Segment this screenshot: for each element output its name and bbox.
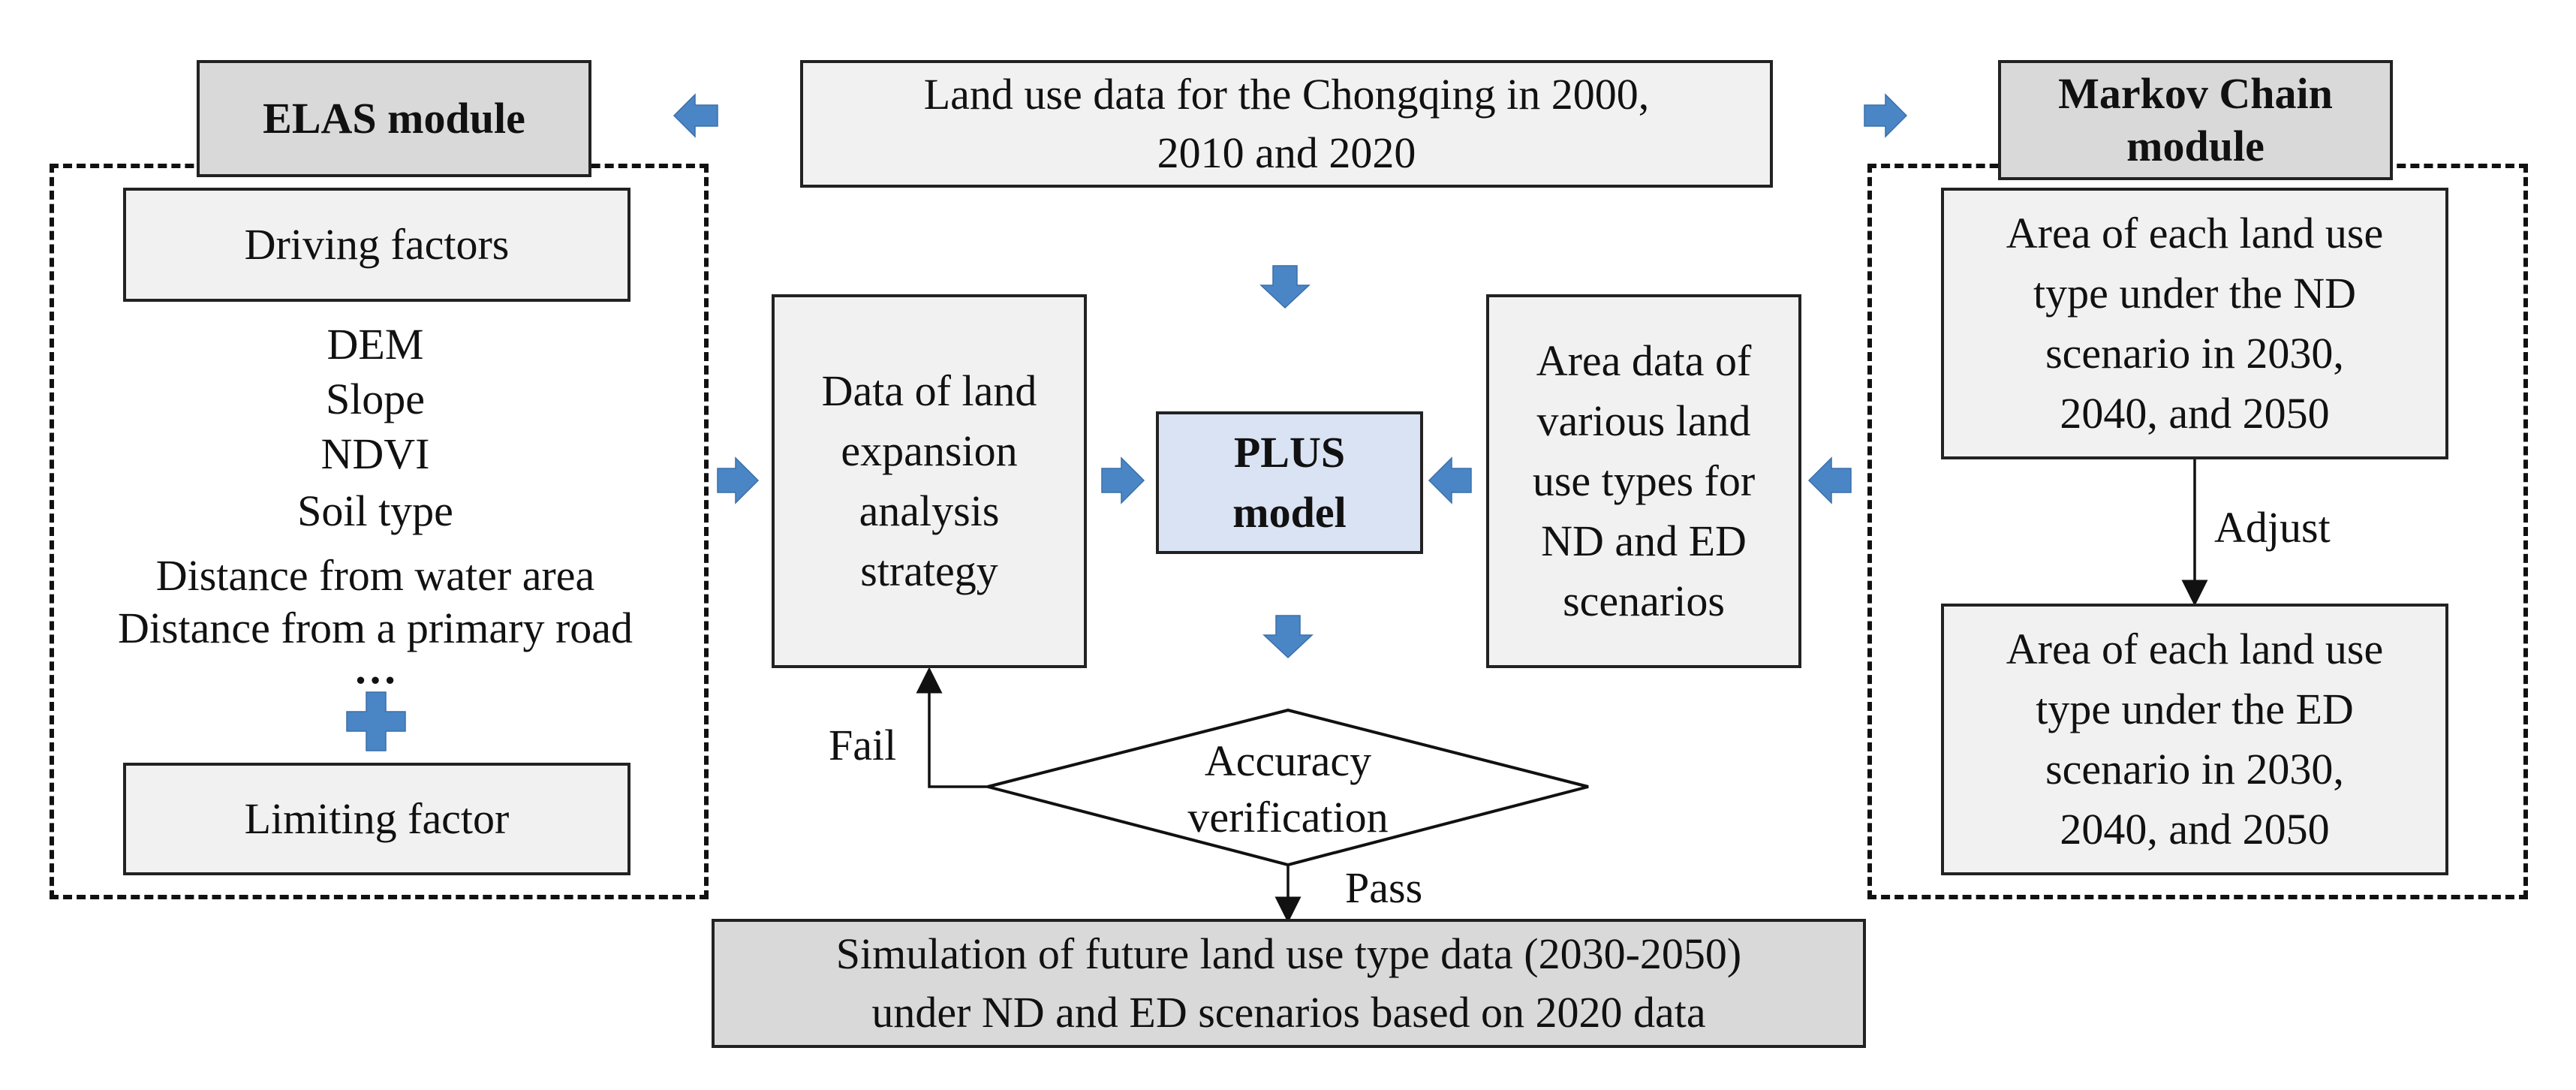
area-data-line1: Area data of [1536, 336, 1752, 385]
factor-ellipsis: … [354, 644, 397, 693]
output-line1: Simulation of future land use type data … [835, 929, 1742, 978]
arrow-strategy-to-plus-icon [1101, 456, 1145, 504]
scenario-area-data-box: Area data of various land use types for … [1486, 294, 1801, 668]
factor-distance-water: Distance from water area [155, 551, 595, 600]
area-data-line5: scenarios [1563, 577, 1725, 626]
plus-model-box: PLUS model [1156, 411, 1423, 554]
nd-area-line4: 2040, and 2050 [2060, 389, 2330, 438]
elas-module-title-text: ELAS module [263, 93, 525, 143]
expansion-strategy-box: Data of land expansion analysis strategy [772, 294, 1087, 668]
limiting-factor-label: Limiting factor [244, 793, 510, 843]
nd-area-line1: Area of each land use [2006, 208, 2384, 257]
nd-area-box: Area of each land use type under the ND … [1941, 188, 2448, 459]
limiting-factor-box: Limiting factor [123, 763, 630, 875]
markov-module-title: Markov Chain module [1998, 60, 2393, 180]
ed-area-line4: 2040, and 2050 [2060, 805, 2330, 854]
factor-ndvi: NDVI [320, 429, 430, 478]
fail-label: Fail [829, 721, 897, 769]
nd-area-line2: type under the ND [2033, 268, 2357, 318]
arrow-area-to-plus-icon [1428, 456, 1472, 504]
simulation-output-box: Simulation of future land use type data … [712, 919, 1866, 1048]
plus-model-line1: PLUS [1233, 427, 1346, 477]
land-use-data-line2: 2010 and 2020 [1157, 128, 1416, 177]
ed-area-line2: type under the ED [2036, 684, 2354, 733]
driving-factors-label: Driving factors [244, 219, 510, 269]
arrow-to-markov-icon [1864, 93, 1908, 138]
factor-soil-type: Soil type [297, 486, 453, 535]
strategy-line3: analysis [859, 486, 1000, 535]
factor-slope: Slope [325, 375, 426, 423]
ed-area-box: Area of each land use type under the ED … [1941, 604, 2448, 875]
accuracy-diamond [987, 708, 1589, 867]
arrow-markov-to-area-icon [1807, 456, 1852, 504]
area-data-line2: various land [1536, 396, 1751, 445]
arrow-down-top-icon [1259, 265, 1311, 309]
arrow-elas-to-strategy-icon [717, 456, 760, 504]
markov-title-line1: Markov Chain [2058, 69, 2333, 119]
accuracy-line2: verification [1187, 793, 1389, 842]
land-use-data-box: Land use data for the Chongqing in 2000,… [800, 60, 1773, 188]
blue-plus-icon [346, 691, 406, 751]
area-data-line4: ND and ED [1541, 516, 1747, 566]
driving-factors-box: Driving factors [123, 188, 630, 302]
arrow-to-elas-icon [673, 93, 718, 138]
factor-dem: DEM [327, 320, 424, 369]
factor-distance-road: Distance from a primary road [117, 604, 633, 652]
markov-title-line2: module [2126, 122, 2265, 170]
strategy-line2: expansion [841, 426, 1018, 475]
strategy-line1: Data of land [821, 366, 1037, 415]
strategy-line4: strategy [860, 547, 998, 596]
pass-label: Pass [1345, 863, 1423, 912]
ed-area-line3: scenario in 2030, [2045, 745, 2344, 793]
arrow-plus-to-accuracy-icon [1262, 615, 1314, 659]
output-line2: under ND and ED scenarios based on 2020 … [871, 988, 1706, 1037]
land-use-data-line1: Land use data for the Chongqing in 2000, [923, 69, 1650, 119]
plus-model-line2: model [1232, 488, 1347, 537]
area-data-line3: use types for [1532, 456, 1756, 505]
elas-module-title: ELAS module [197, 60, 591, 177]
accuracy-line1: Accuracy [1204, 736, 1372, 785]
nd-area-line3: scenario in 2030, [2045, 329, 2344, 378]
adjust-label: Adjust [2214, 503, 2331, 552]
ed-area-line1: Area of each land use [2006, 624, 2384, 673]
fail-connector [916, 667, 988, 788]
accuracy-verification-text: Accuracy verification [1100, 733, 1476, 846]
